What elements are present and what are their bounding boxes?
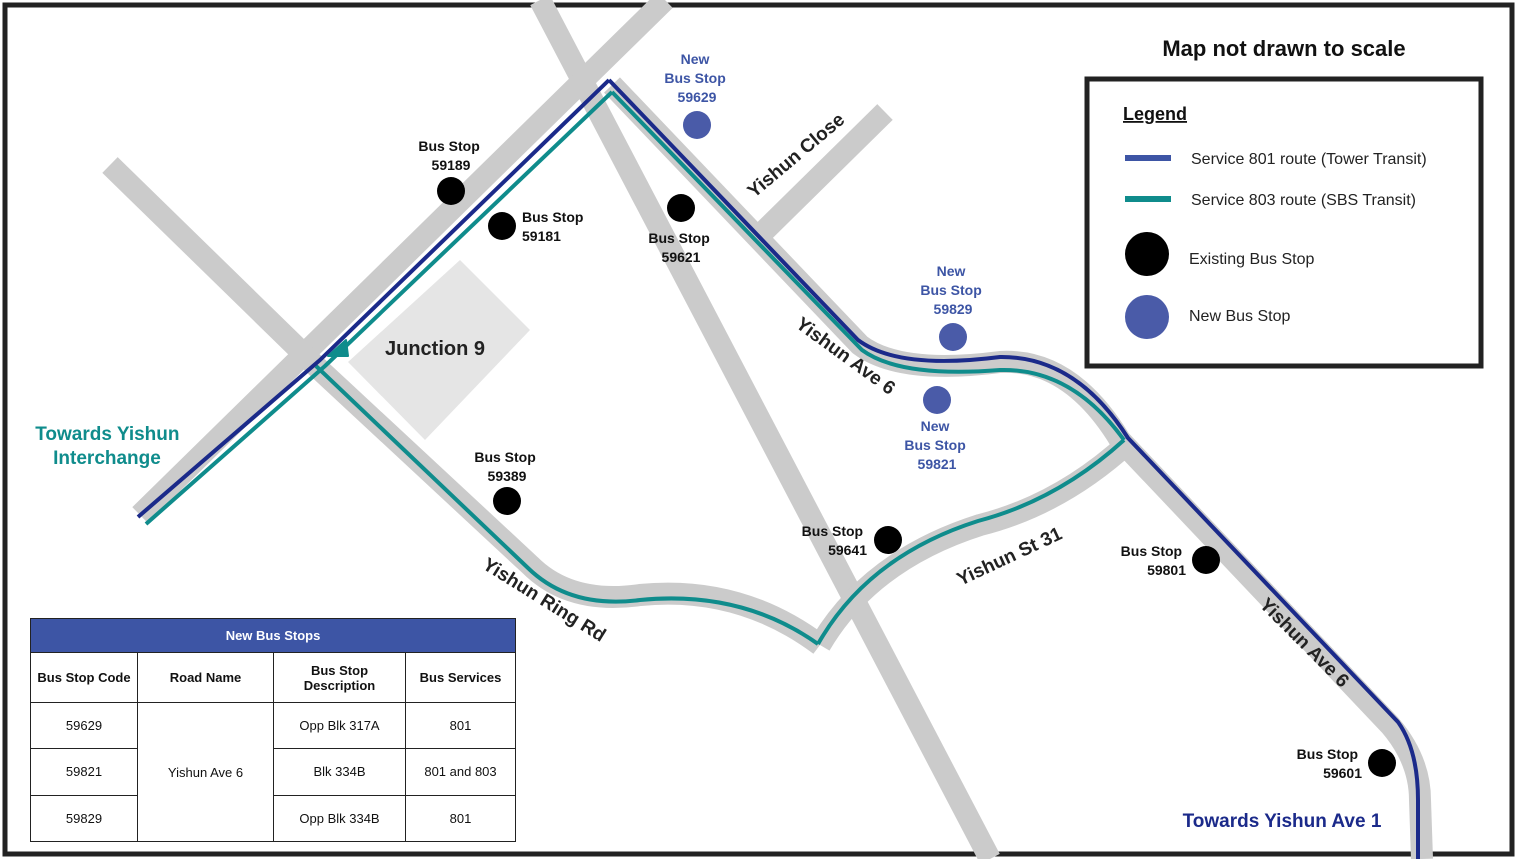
stop-label-59189: Bus Stop 59189 <box>418 138 483 173</box>
legend-new-stop-icon <box>1125 295 1169 339</box>
towards-interchange-label: Towards Yishun Interchange <box>35 424 185 469</box>
table-row: 59821 Blk 334B 801 and 803 <box>30 748 516 796</box>
header-road-name: Road Name <box>137 652 274 703</box>
bus-stop-markers <box>437 111 1396 777</box>
stop-marker-59821[interactable] <box>923 386 951 414</box>
cell-road-name: Yishun Ave 6 <box>137 702 274 842</box>
map-title: Map not drawn to scale <box>1162 36 1405 61</box>
route-803-ave6 <box>610 90 1126 442</box>
stop-marker-59601[interactable] <box>1368 749 1396 777</box>
header-bus-stop-code: Bus Stop Code <box>30 652 138 703</box>
direction-arrow-icon <box>327 339 349 357</box>
route-803-ring-rd <box>314 364 820 646</box>
bus-stop-labels: Bus Stop 59189 Bus Stop 59181 Bus Stop 5… <box>418 51 1362 781</box>
stop-label-59601: Bus Stop 59601 <box>1297 746 1363 781</box>
stop-label-59641: Bus Stop 59641 <box>802 523 868 558</box>
road-yishun-close <box>747 104 893 248</box>
legend-existing-stop-label: Existing Bus Stop <box>1189 251 1315 268</box>
stop-marker-59181[interactable] <box>488 212 516 240</box>
header-bus-stop-description: Bus Stop Description <box>273 652 406 703</box>
cell-services: 801 <box>405 794 516 843</box>
cell-code: 59821 <box>30 748 138 796</box>
table-caption: New Bus Stops <box>30 618 516 653</box>
junction9-label: Junction 9 <box>385 338 485 360</box>
road-yishun-ave6-west <box>530 0 1000 859</box>
stop-marker-59641[interactable] <box>874 526 902 554</box>
stop-label-59801: Bus Stop 59801 <box>1121 543 1187 578</box>
stop-marker-59829[interactable] <box>939 323 967 351</box>
stop-marker-59389[interactable] <box>493 487 521 515</box>
stop-marker-59621[interactable] <box>667 194 695 222</box>
route-801-main <box>136 78 611 519</box>
legend-801-label: Service 801 route (Tower Transit) <box>1191 151 1427 168</box>
stop-label-59389: Bus Stop 59389 <box>474 449 539 484</box>
cell-description: Opp Blk 317A <box>273 701 406 750</box>
road-yishun-ave6 <box>604 77 1433 859</box>
stop-label-59629: New Bus Stop 59629 <box>664 51 729 105</box>
cell-services: 801 and 803 <box>405 748 516 796</box>
legend-803-label: Service 803 route (SBS Transit) <box>1191 192 1416 209</box>
header-bus-services: Bus Services <box>405 652 516 703</box>
new-bus-stops-table: New Bus Stops Bus Stop Code Road Name Bu… <box>30 618 516 843</box>
towards-ave1-label: Towards Yishun Ave 1 <box>1183 811 1382 832</box>
stop-label-59821: New Bus Stop 59821 <box>904 418 969 472</box>
cell-description: Blk 334B <box>273 748 406 796</box>
stop-label-59621: Bus Stop 59621 <box>648 230 713 265</box>
table-row: 59829 Opp Blk 334B 801 <box>30 794 516 843</box>
junction9-building <box>348 260 530 440</box>
stop-marker-59801[interactable] <box>1192 546 1220 574</box>
route-803-main <box>144 90 614 526</box>
table-row: 59629 Yishun Ave 6 Opp Blk 317A 801 <box>30 701 516 842</box>
table-header-row: Bus Stop Code Road Name Bus Stop Descrip… <box>30 652 516 703</box>
legend-title: Legend <box>1123 104 1187 124</box>
stop-marker-59629[interactable] <box>683 111 711 139</box>
cell-description: Opp Blk 334B <box>273 794 406 843</box>
legend-existing-stop-icon <box>1125 232 1169 276</box>
route-801-ave6 <box>607 78 1420 859</box>
cell-code: 59629 <box>30 701 138 750</box>
legend-new-stop-label: New Bus Stop <box>1189 308 1290 325</box>
cell-code: 59829 <box>30 794 138 843</box>
road-yishun-st31 <box>810 434 1136 651</box>
stop-label-59181: Bus Stop 59181 <box>522 209 587 244</box>
routes <box>136 78 1420 859</box>
stop-marker-59189[interactable] <box>437 177 465 205</box>
stop-label-59829: New Bus Stop 59829 <box>920 263 985 317</box>
legend: Legend Service 801 route (Tower Transit)… <box>1084 76 1484 369</box>
route-803-st31 <box>816 438 1126 645</box>
road-main-diagonal <box>132 0 673 523</box>
cell-services: 801 <box>405 701 516 750</box>
road-west-spur <box>102 157 328 378</box>
